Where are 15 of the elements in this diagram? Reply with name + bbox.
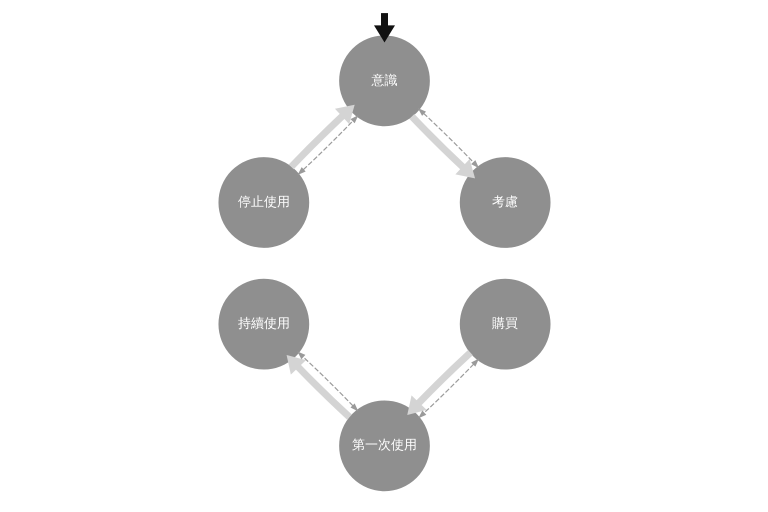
- arrow: [373, 13, 395, 43]
- arrow: [296, 351, 358, 412]
- node-circle: 停止使用: [218, 157, 309, 248]
- arrow: [286, 354, 352, 420]
- arrow: [406, 350, 472, 416]
- node-circle: 考慮: [459, 157, 550, 248]
- node-circle: 意識: [338, 35, 430, 126]
- node-circle: 購買: [459, 278, 550, 370]
- arrow: [418, 358, 479, 418]
- arrow: [297, 115, 358, 176]
- node-circle: 第一次使用: [338, 400, 430, 492]
- node-circle: 持續使用: [218, 278, 309, 370]
- arrow: [408, 114, 475, 178]
- arrow: [417, 108, 479, 168]
- arrow: [288, 104, 354, 170]
